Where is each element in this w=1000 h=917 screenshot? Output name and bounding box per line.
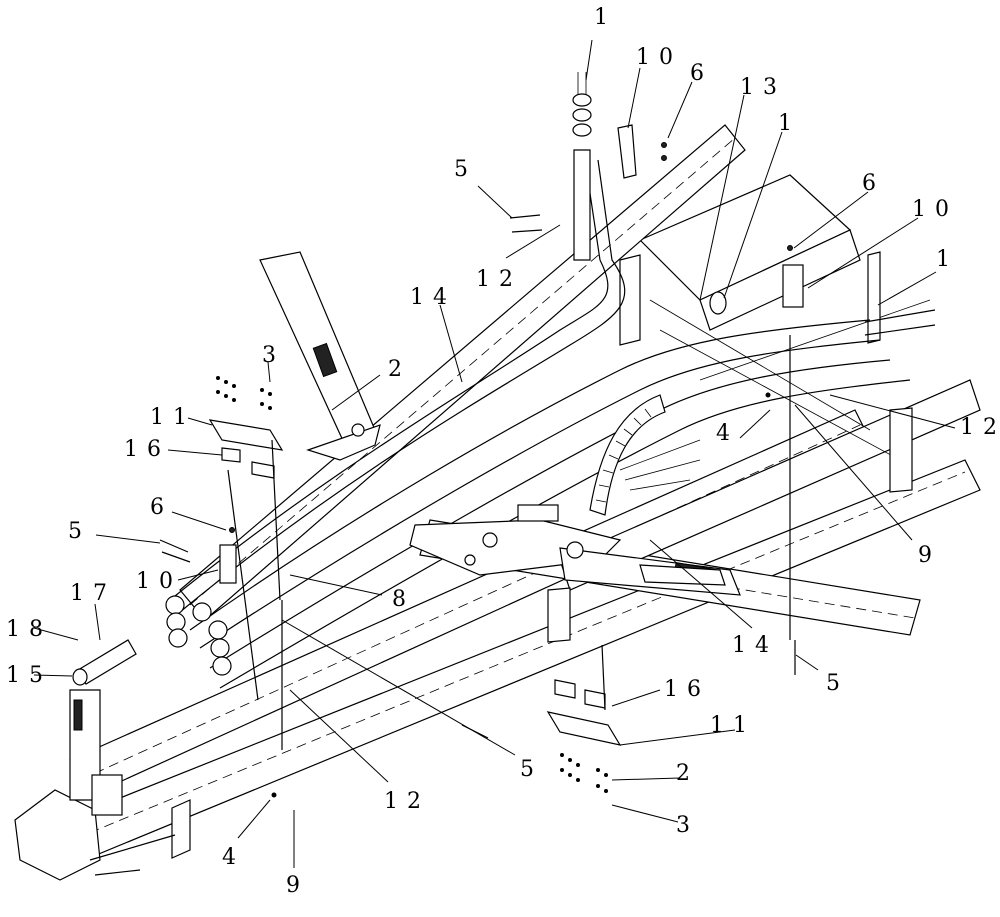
callout-17: 17	[70, 581, 116, 606]
left-jack-post	[259, 251, 381, 461]
callout-labels: 1 10 6 13 1 6 10 1 5 12 14 2 3 11 16 12 …	[6, 5, 1000, 898]
callout-2-left: 2	[388, 357, 411, 382]
callout-6-left: 6	[150, 495, 173, 520]
callout-5-right: 5	[826, 671, 849, 696]
callout-5-top: 5	[454, 157, 477, 182]
center-hitch-plate	[409, 504, 741, 596]
callout-3-left: 3	[262, 343, 285, 368]
callout-16-left: 16	[124, 437, 170, 462]
callout-10-top: 10	[636, 45, 682, 70]
callout-11-left: 11	[150, 405, 196, 430]
callout-5-left: 5	[68, 519, 91, 544]
callout-12-bottom: 12	[384, 789, 430, 814]
callout-16-right: 16	[664, 677, 710, 702]
callout-1-top: 1	[594, 5, 617, 30]
callout-10-right: 10	[912, 197, 958, 222]
leader-lines	[33, 39, 956, 868]
hardware-small-parts	[72, 124, 936, 798]
front-coupler	[14, 689, 191, 881]
callout-18: 18	[6, 617, 52, 642]
callout-2-right: 2	[676, 761, 699, 786]
callout-14-lower: 14	[732, 633, 778, 658]
callout-12-top: 12	[476, 267, 522, 292]
callout-9-right: 9	[918, 543, 941, 568]
callout-9-bottom: 9	[286, 873, 309, 898]
curved-sprocket-bracket	[589, 394, 701, 516]
callout-13: 13	[740, 75, 786, 100]
callout-4-center: 4	[716, 421, 739, 446]
callout-5-bottom: 5	[520, 757, 543, 782]
callout-3-right: 3	[676, 813, 699, 838]
callout-6-top: 6	[690, 61, 713, 86]
callout-14-upper: 14	[410, 285, 456, 310]
callout-11-right: 11	[710, 713, 756, 738]
callout-15: 15	[6, 663, 52, 688]
callout-10-left: 10	[136, 569, 182, 594]
callout-12-right: 12	[960, 415, 1000, 440]
callout-6-right: 6	[862, 171, 885, 196]
callout-1-right-upper: 1	[778, 111, 801, 136]
callout-4-bottom: 4	[222, 845, 245, 870]
callout-1-right: 1	[936, 247, 959, 272]
callout-8: 8	[392, 587, 415, 612]
